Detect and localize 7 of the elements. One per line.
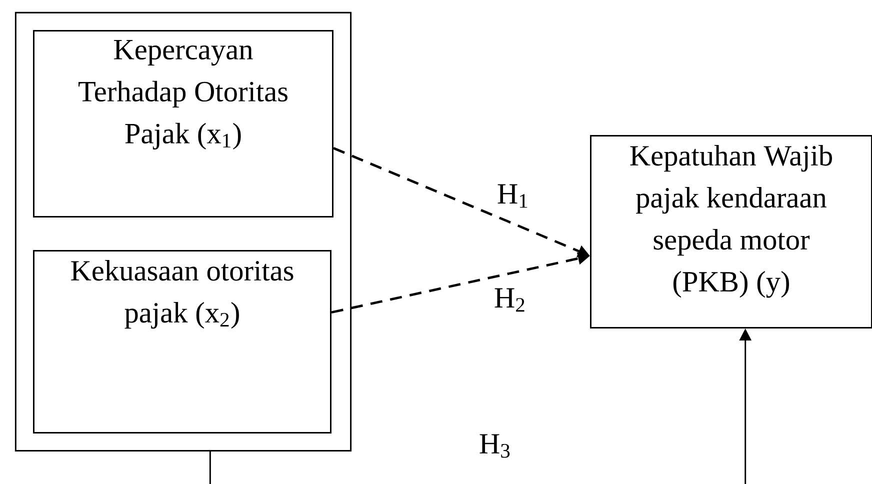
variable-box: Kepatuhan Wajib pajak kendaraan sepeda motor (PKB) (y) [590,135,872,328]
edge-label: H$_{2}$ [492,286,528,313]
enclosing-box [14,12,352,452]
edge-label: H$_{3}$ [478,432,512,460]
variable-box: Kepercayan Terhadap Otoritas Pajak (x$_{1}$) [33,30,334,218]
variable-box: Kekuasaan otoritas pajak (x$_{2}$) [33,250,332,434]
edge-label: H$_{1}$ [496,182,530,209]
